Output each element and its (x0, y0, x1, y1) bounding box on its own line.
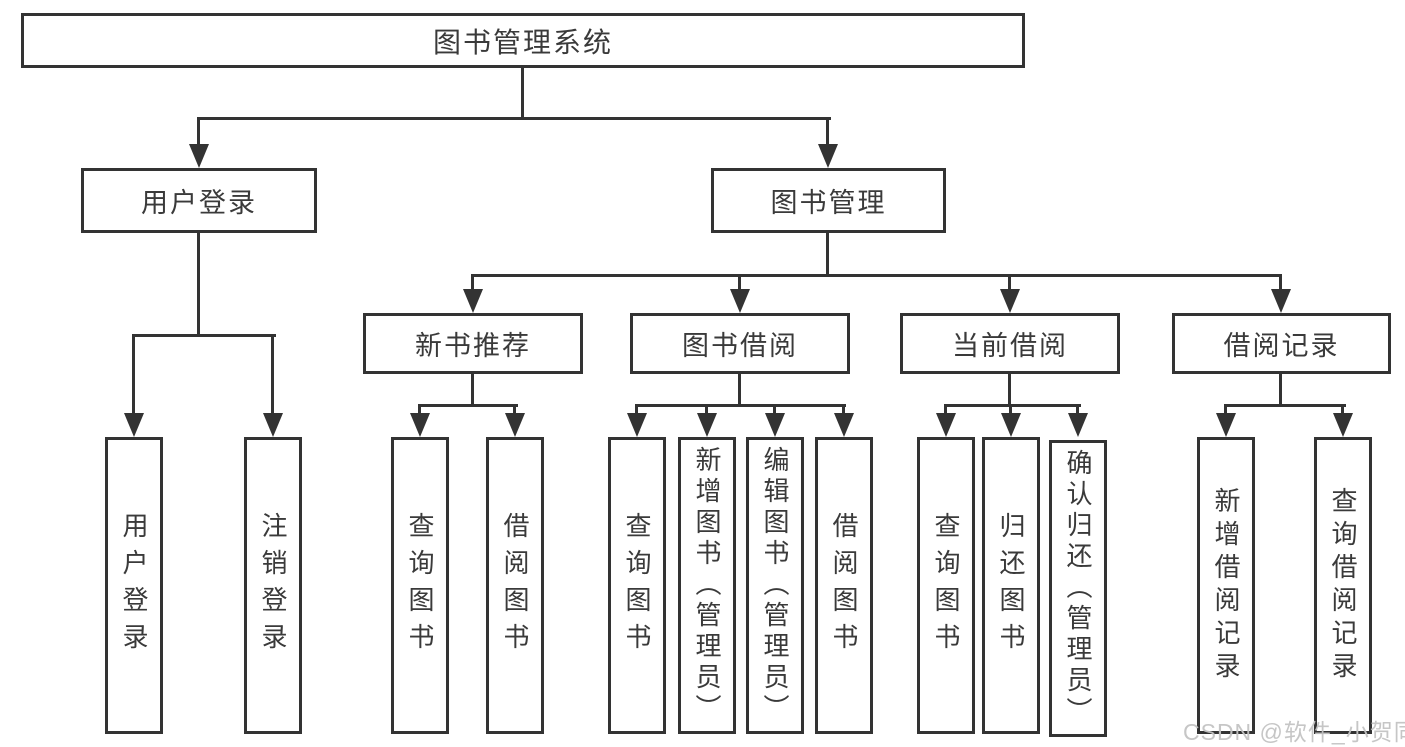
edge-line (1224, 404, 1227, 416)
edge-line (705, 404, 708, 416)
arrowhead (1068, 413, 1088, 437)
edge-line (1341, 404, 1344, 416)
edge-line (826, 233, 829, 277)
leaf-br-query-borrow-record: 查询借阅记录 (1314, 437, 1372, 734)
edge-line (1008, 374, 1011, 406)
edge-line (1009, 404, 1012, 416)
arrowhead (730, 289, 750, 313)
arrowhead (1000, 289, 1020, 313)
leaf-logout: 注销登录 (244, 437, 302, 734)
leaf-cb-query-books: 查询图书 (917, 437, 975, 734)
arrowhead (765, 413, 785, 437)
arrowhead (410, 413, 430, 437)
leaf-bb-query-books: 查询图书 (608, 437, 666, 734)
arrowhead (936, 413, 956, 437)
arrowhead (818, 144, 838, 168)
arrowhead (263, 413, 283, 437)
node-book-management: 图书管理 (711, 168, 946, 233)
node-new-book-recommend: 新书推荐 (363, 313, 583, 374)
edge-line (418, 404, 421, 416)
edge-line (1008, 274, 1011, 291)
edge-line (826, 117, 829, 146)
node-current-borrow: 当前借阅 (900, 313, 1120, 374)
leaf-nb-borrow-books: 借阅图书 (486, 437, 544, 734)
edge-line (197, 233, 200, 336)
arrowhead (1216, 413, 1236, 437)
edge-line (1076, 404, 1079, 416)
leaf-user-login: 用户登录 (105, 437, 163, 734)
edge-line (521, 68, 524, 120)
edge-line (738, 374, 741, 406)
edge-line (271, 334, 274, 415)
edge-line (471, 374, 474, 406)
edge-line (471, 274, 1282, 277)
edge-line (842, 404, 845, 416)
edge-line (132, 334, 276, 337)
leaf-cb-return-books: 归还图书 (982, 437, 1040, 734)
leaf-bb-add-books-admin: 新增图书（管理员） (678, 437, 736, 734)
edge-line (513, 404, 516, 416)
edge-line (773, 404, 776, 416)
edge-line (1279, 374, 1282, 406)
leaf-cb-confirm-return-admin: 确认归还（管理员） (1049, 440, 1107, 737)
edge-line (1224, 404, 1346, 407)
edge-line (132, 334, 135, 415)
leaf-br-add-borrow-record: 新增借阅记录 (1197, 437, 1255, 734)
edge-line (944, 404, 947, 416)
arrowhead (627, 413, 647, 437)
leaf-nb-query-books: 查询图书 (391, 437, 449, 734)
node-borrow-records: 借阅记录 (1172, 313, 1391, 374)
edge-line (197, 117, 200, 146)
node-user-login: 用户登录 (81, 168, 317, 233)
edge-line (418, 404, 518, 407)
arrowhead (189, 144, 209, 168)
arrowhead (1333, 413, 1353, 437)
edge-line (471, 274, 474, 291)
edge-line (944, 404, 1081, 407)
edge-line (197, 117, 831, 120)
csdn-watermark: CSDN @软件_小贺同学 (1183, 719, 1405, 745)
arrowhead (505, 413, 525, 437)
edge-line (1279, 274, 1282, 291)
node-root: 图书管理系统 (21, 13, 1025, 68)
edge-line (738, 274, 741, 291)
leaf-bb-edit-books-admin: 编辑图书（管理员） (746, 437, 804, 734)
arrowhead (463, 289, 483, 313)
arrowhead (1271, 289, 1291, 313)
node-book-borrow: 图书借阅 (630, 313, 850, 374)
edge-line (635, 404, 638, 416)
arrowhead (124, 413, 144, 437)
arrowhead (697, 413, 717, 437)
edge-line (635, 404, 846, 407)
arrowhead (834, 413, 854, 437)
leaf-bb-borrow-books: 借阅图书 (815, 437, 873, 734)
arrowhead (1001, 413, 1021, 437)
